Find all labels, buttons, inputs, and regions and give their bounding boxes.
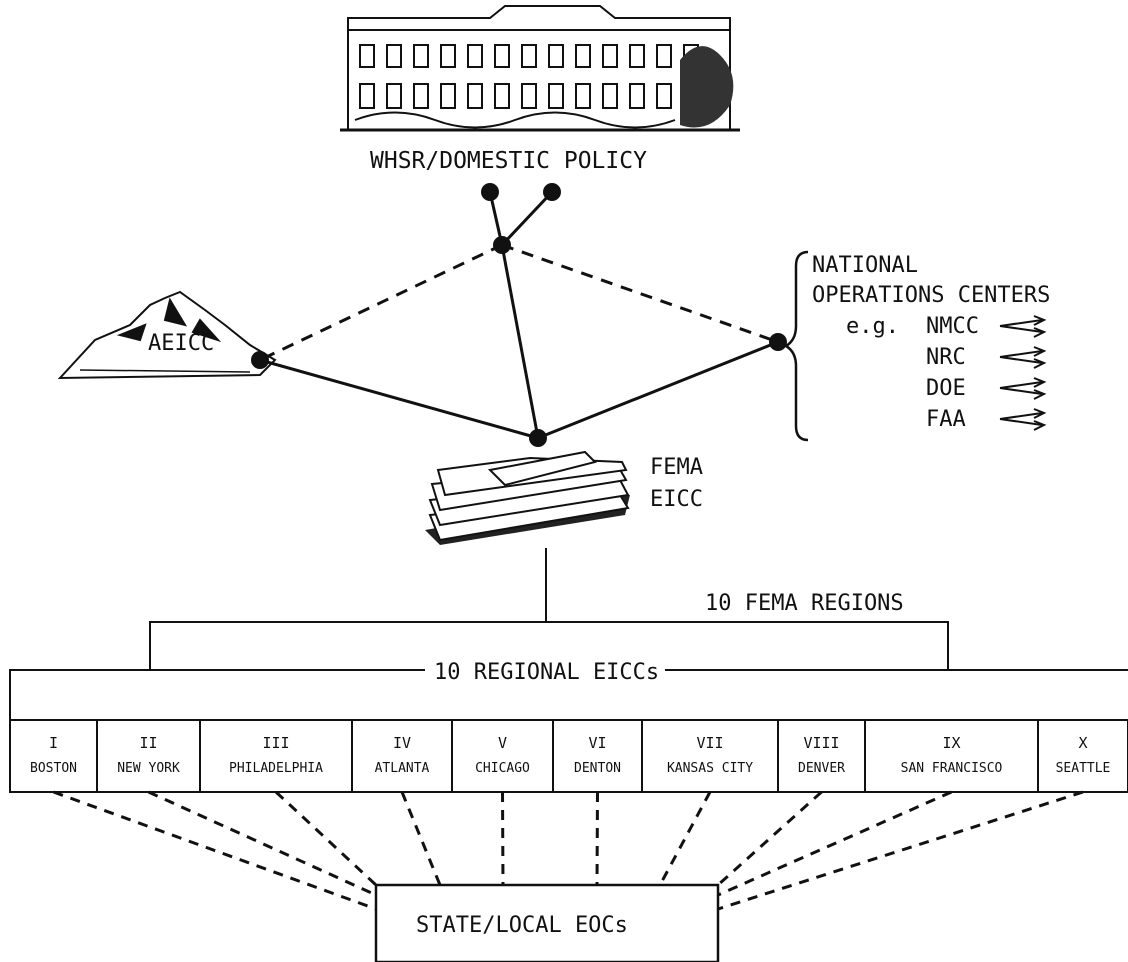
center-nrc: NRC	[926, 345, 966, 370]
region-number: X	[1078, 734, 1087, 752]
regional-eiccs-label: 10 REGIONAL EICCs	[434, 660, 659, 685]
link-national-ops-fema	[538, 342, 778, 438]
region-box: VIII DENVER	[778, 720, 865, 792]
national-ops-eg: e.g.	[846, 314, 899, 339]
node-aeicc	[251, 351, 269, 369]
node-whsr-right	[543, 183, 561, 201]
national-ops-line2: OPERATIONS CENTERS	[812, 283, 1050, 308]
region-city: DENVER	[798, 761, 845, 776]
region-box: IV ATLANTA	[352, 720, 452, 792]
link-whsr-node-right	[502, 192, 552, 245]
regions-row: I BOSTON II NEW YORK III PHILADELPHIA IV ATLANT…	[10, 720, 1128, 792]
region-box: IX SAN FRANCISCO	[865, 720, 1038, 792]
region-city: SEATTLE	[1056, 761, 1111, 776]
region-city: SAN FRANCISCO	[901, 761, 1003, 776]
node-fema-eicc	[529, 429, 547, 447]
link-aeicc-fema	[260, 360, 538, 438]
dashed-link-region-eoc	[597, 792, 598, 885]
dashed-link-region-eoc	[276, 792, 376, 885]
region-box: V CHICAGO	[452, 720, 553, 792]
region-city: ATLANTA	[375, 761, 430, 776]
region-number: VIII	[803, 734, 839, 752]
region-city: NEW YORK	[117, 761, 180, 776]
node-hub	[493, 236, 511, 254]
region-box: VII KANSAS CITY	[642, 720, 778, 792]
region-number: VI	[588, 734, 606, 752]
region-box: II NEW YORK	[97, 720, 200, 792]
node-whsr-left	[481, 183, 499, 201]
region-box: III PHILADELPHIA	[200, 720, 352, 792]
node-national-ops	[769, 333, 787, 351]
region-number: I	[49, 734, 58, 752]
center-nmcc: NMCC	[926, 314, 979, 339]
state-local-eocs-label: STATE/LOCAL EOCs	[416, 913, 628, 938]
national-ops-line1: NATIONAL	[812, 253, 918, 278]
dashed-link-region-eoc	[718, 792, 952, 895]
fema-label: FEMA	[650, 455, 703, 480]
eicc-label: EICC	[650, 487, 703, 512]
link-whsr-fema	[502, 245, 538, 438]
dashed-link-aeicc	[260, 245, 502, 360]
aeicc-label: AEICC	[148, 331, 214, 356]
dashed-link-region-eoc	[660, 792, 710, 885]
region-box: I BOSTON	[10, 720, 97, 792]
region-number: II	[139, 734, 157, 752]
fema-regions-label: 10 FEMA REGIONS	[705, 591, 904, 616]
dashed-link-region-eoc	[54, 792, 377, 909]
dashed-link-region-eoc	[402, 792, 440, 885]
two-way-arrow-icon	[1000, 316, 1044, 337]
dashed-link-region-eoc	[149, 792, 377, 895]
white-house-illustration	[340, 6, 740, 130]
brace	[786, 252, 808, 440]
region-city: PHILADELPHIA	[229, 761, 323, 776]
region-city: BOSTON	[30, 761, 77, 776]
region-box: X SEATTLE	[1038, 720, 1128, 792]
region-city: KANSAS CITY	[667, 761, 753, 776]
region-number: III	[262, 734, 289, 752]
region-city: DENTON	[574, 761, 621, 776]
center-doe: DOE	[926, 376, 966, 401]
region-city: CHICAGO	[475, 761, 530, 776]
region-number: VII	[696, 734, 723, 752]
region-box: VI DENTON	[553, 720, 642, 792]
dashed-link-region-eoc	[503, 792, 504, 885]
dashed-link-region-eoc	[718, 792, 1083, 909]
center-faa: FAA	[926, 407, 966, 432]
two-way-arrow-icon	[1000, 378, 1044, 399]
dashed-link-national-ops	[502, 245, 778, 342]
fema-eicc-building-illustration	[425, 452, 630, 545]
region-number: V	[498, 734, 507, 752]
whsr-domestic-policy-label: WHSR/DOMESTIC POLICY	[370, 148, 647, 174]
two-way-arrow-icon	[1000, 347, 1044, 368]
region-number: IV	[393, 734, 411, 752]
region-number: IX	[942, 734, 960, 752]
two-way-arrow-icon	[1000, 409, 1044, 430]
